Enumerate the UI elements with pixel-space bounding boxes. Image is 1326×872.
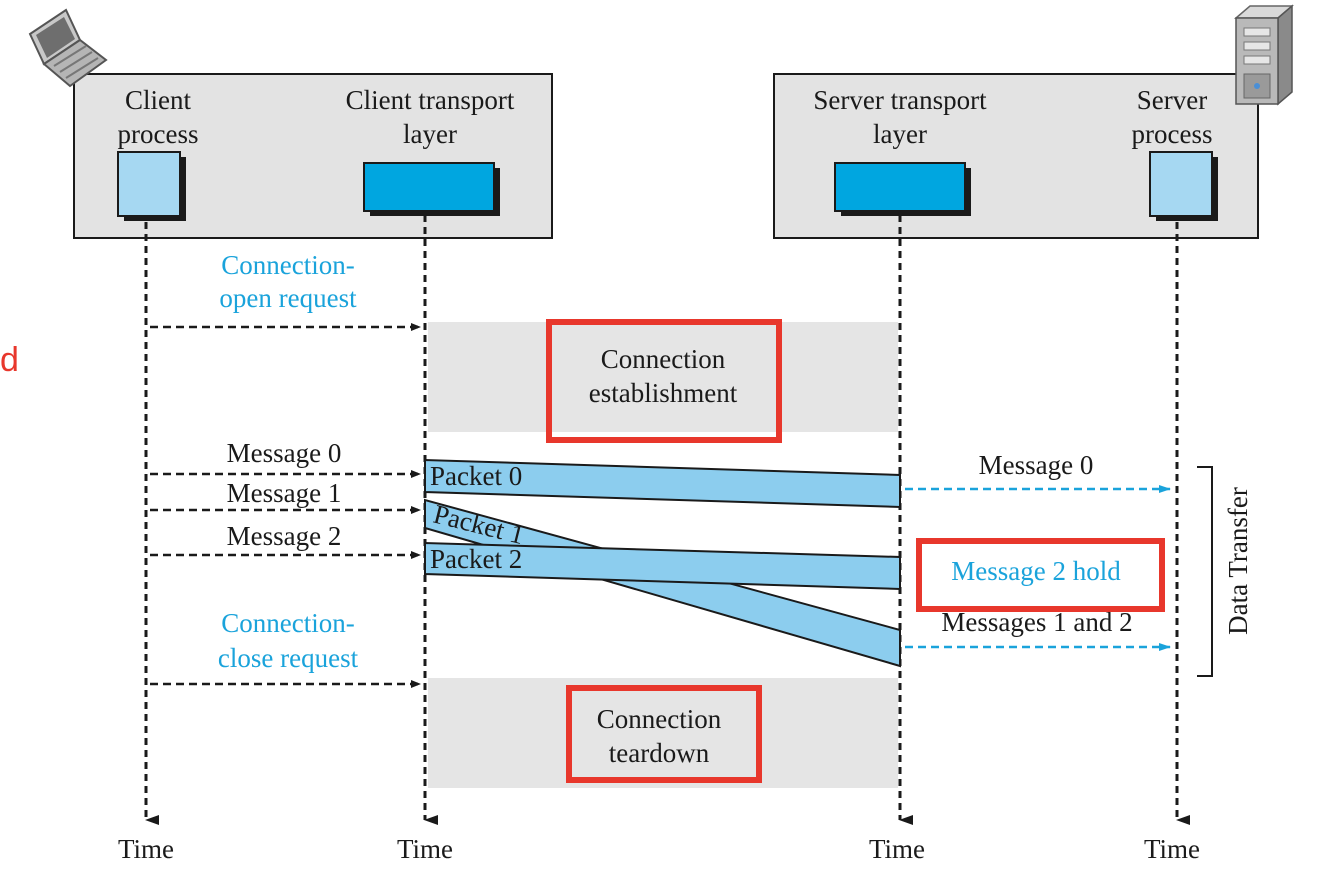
client-transport-label-line1: Client transport — [346, 85, 515, 115]
open-request-label-line2: open request — [219, 283, 357, 313]
server-transport-block — [834, 162, 966, 212]
establishment-highlight-box — [546, 319, 782, 443]
time-label-server-process: Time — [1144, 834, 1200, 864]
teardown-label-line1: Connection — [597, 704, 722, 734]
cropped-side-text: d — [0, 341, 19, 379]
teardown-label-line2: teardown — [609, 738, 710, 768]
close-request-label-line1: Connection- — [221, 608, 354, 638]
close-request-label-line2: close request — [218, 643, 359, 673]
open-request-label-line1: Connection- — [221, 250, 354, 280]
right-message-0-label: Message 0 — [979, 450, 1094, 480]
left-message-2-label: Message 2 — [227, 521, 342, 551]
packet-1-band — [424, 498, 901, 668]
left-message-1-label: Message 1 — [227, 478, 342, 508]
establishment-band — [428, 322, 898, 432]
data-transfer-bracket — [1197, 466, 1213, 677]
teardown-highlight-box — [566, 685, 762, 783]
server-box: Server transport layer Server process — [773, 73, 1259, 239]
client-process-label-line1: Client — [125, 85, 191, 115]
data-transfer-label: Data Transfer — [1223, 487, 1253, 635]
server-tower-icon — [1233, 4, 1295, 106]
laptop-icon — [28, 8, 108, 88]
client-transport-label-line2: layer — [403, 119, 457, 149]
server-process-block — [1149, 151, 1213, 217]
packet-2-label: Packet 2 — [430, 544, 522, 574]
time-label-client-transport: Time — [397, 834, 453, 864]
message-2-hold-highlight-box — [916, 538, 1165, 612]
client-process-label-line2: process — [118, 119, 199, 149]
establishment-label-line1: Connection — [601, 344, 726, 374]
server-process-label-line1: Server — [1137, 85, 1207, 115]
packet-0-label: Packet 0 — [430, 461, 522, 491]
packet-0-band — [424, 458, 901, 509]
server-process-label-line2: process — [1132, 119, 1213, 149]
teardown-band — [428, 678, 898, 788]
message-2-hold-label: Message 2 hold — [951, 556, 1121, 586]
time-label-client-process: Time — [118, 834, 174, 864]
server-transport-label-line2: layer — [873, 119, 927, 149]
client-box: Client process Client transport layer — [73, 73, 553, 239]
establishment-label-line2: establishment — [589, 378, 738, 408]
time-label-server-transport: Time — [869, 834, 925, 864]
client-process-block — [117, 151, 181, 217]
server-transport-label-line1: Server transport — [813, 85, 987, 115]
left-message-0-label: Message 0 — [227, 438, 342, 468]
packet-2-band — [424, 541, 901, 591]
client-transport-block — [363, 162, 495, 212]
